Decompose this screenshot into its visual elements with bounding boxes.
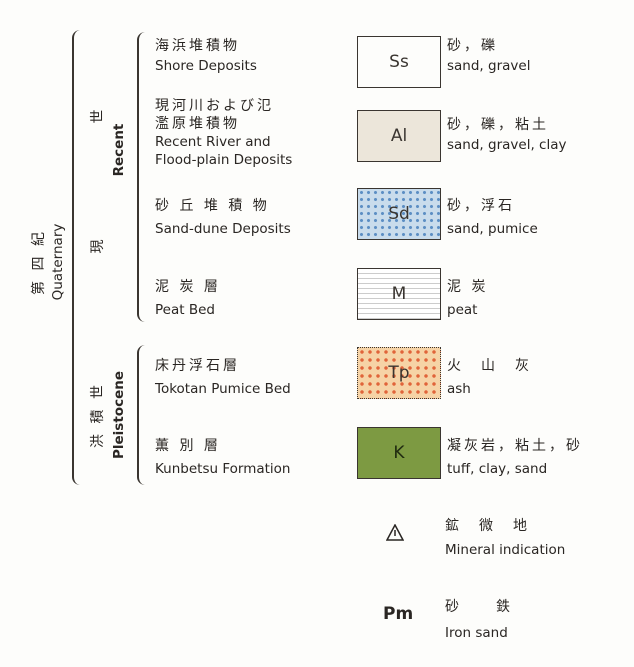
iron-en: Iron sand	[445, 625, 508, 641]
desc-jp: 砂，浮石	[447, 198, 515, 214]
iron-jp: 砂 鉄	[445, 599, 513, 615]
symbol-box-sd: Sd	[357, 188, 441, 240]
symbol-box-al: Al	[357, 110, 441, 162]
unit-desc-k: 凝灰岩，粘土，砂 tuff, clay, sand	[447, 435, 583, 481]
unit-desc-ss: 砂，礫 sand, gravel	[447, 36, 530, 76]
unit-en: Flood-plain Deposits	[155, 152, 293, 168]
unit-jp: 濫原堆積物	[155, 116, 240, 132]
quaternary-brace	[72, 30, 82, 485]
unit-en: Shore Deposits	[155, 58, 257, 74]
unit-desc-m: 泥 炭 peat	[447, 276, 488, 322]
mineral-en: Mineral indication	[445, 542, 566, 558]
mineral-label: 鉱 微 地 Mineral indication	[445, 514, 565, 562]
mineral-triangle-icon	[386, 524, 404, 541]
desc-en: sand, gravel	[447, 58, 531, 74]
desc-en: tuff, clay, sand	[447, 461, 548, 477]
unit-desc-tp: 火 山 灰 ash	[447, 355, 532, 401]
unit-desc-al: 砂，礫，粘土 sand, gravel, clay	[447, 115, 566, 155]
unit-en: Peat Bed	[155, 302, 215, 318]
unit-name-m: 泥 炭 層 Peat Bed	[155, 276, 221, 322]
desc-jp: 砂，礫	[447, 38, 498, 54]
desc-jp: 火 山 灰	[447, 358, 532, 374]
unit-jp: 現河川および氾	[155, 98, 274, 114]
recent-en: Recent	[111, 123, 127, 177]
symbol-box-k: K	[357, 427, 441, 479]
pleistocene-jp: 洪 積 世	[90, 382, 106, 448]
unit-name-tp: 床丹浮石層 Tokotan Pumice Bed	[155, 355, 291, 401]
pleistocene-en: Pleistocene	[111, 371, 127, 459]
mineral-jp: 鉱 微 地	[445, 518, 530, 534]
desc-jp: 凝灰岩，粘土，砂	[447, 438, 583, 454]
unit-jp: 薫 別 層	[155, 438, 221, 454]
unit-en: Sand-dune Deposits	[155, 221, 291, 237]
unit-jp: 泥 炭 層	[155, 279, 221, 295]
desc-en: ash	[447, 381, 471, 397]
desc-jp: 泥 炭	[447, 279, 489, 295]
unit-jp: 海浜堆積物	[155, 38, 240, 54]
iron-sand-symbol: Pm	[383, 604, 414, 624]
unit-name-sd: 砂 丘 堆 積 物 Sand-dune Deposits	[155, 195, 291, 241]
unit-desc-sd: 砂，浮石 sand, pumice	[447, 195, 538, 241]
unit-jp: 床丹浮石層	[155, 358, 240, 374]
desc-jp: 砂，礫，粘土	[447, 117, 549, 133]
symbol-box-m: M	[357, 268, 441, 320]
period-en: Quaternary	[50, 223, 66, 301]
unit-en: Kunbetsu Formation	[155, 461, 291, 477]
period-jp: 第 四 紀	[31, 229, 47, 295]
recent-jp-2: 世	[90, 106, 106, 124]
recent-jp-1: 現	[90, 236, 106, 254]
pleistocene-brace	[137, 345, 147, 485]
unit-name-ss: 海浜堆積物 Shore Deposits	[155, 36, 257, 76]
desc-en: sand, gravel, clay	[447, 137, 567, 153]
unit-en: Tokotan Pumice Bed	[155, 381, 291, 397]
symbol-box-tp: Tp	[357, 347, 441, 399]
iron-label: 砂 鉄 Iron sand	[445, 594, 513, 646]
symbol-box-ss: Ss	[357, 36, 441, 88]
desc-en: sand, pumice	[447, 221, 538, 237]
recent-brace	[137, 32, 147, 322]
desc-en: peat	[447, 302, 478, 318]
unit-name-k: 薫 別 層 Kunbetsu Formation	[155, 435, 290, 481]
unit-en: Recent River and	[155, 134, 271, 150]
unit-jp: 砂 丘 堆 積 物	[155, 198, 270, 214]
